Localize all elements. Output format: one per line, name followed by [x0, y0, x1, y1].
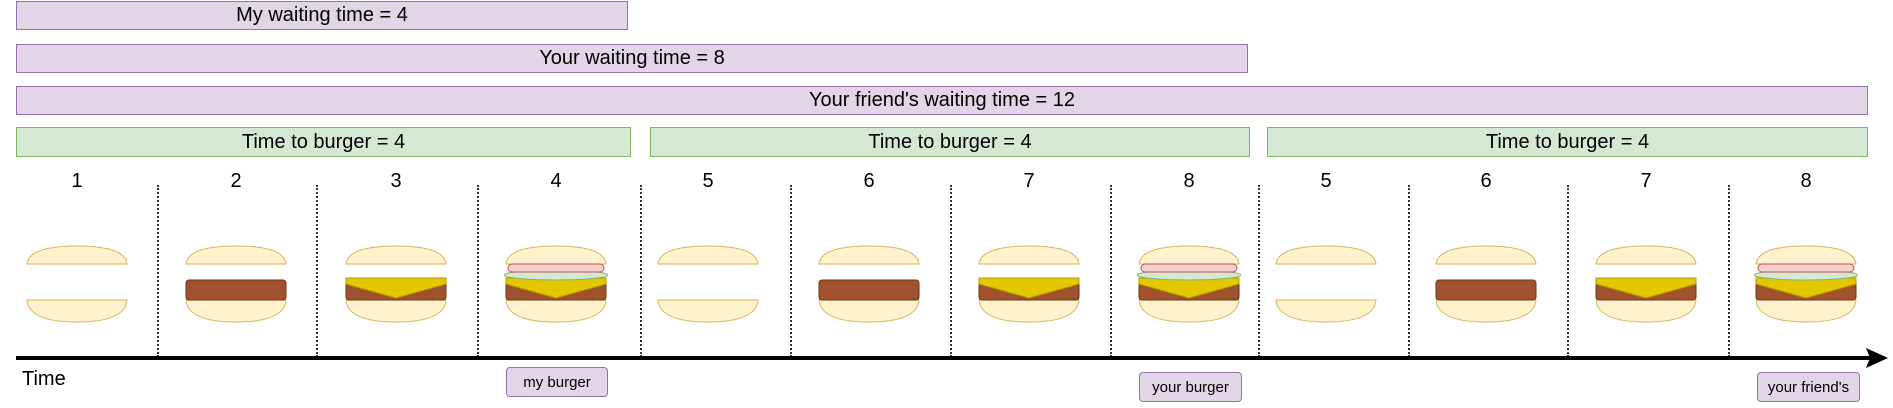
time-to-burger-bar-1: Time to burger = 4 [16, 127, 631, 157]
top-bun [1595, 245, 1697, 265]
bottom-bun [26, 299, 128, 323]
time-axis-arrow [16, 348, 1888, 368]
your-burger-tag: your burger [1139, 372, 1242, 402]
bottom-bun [1138, 299, 1240, 323]
step-separator [1110, 185, 1112, 357]
step-separator [640, 185, 642, 357]
top-bun [657, 245, 759, 265]
bottom-bun [1755, 299, 1857, 323]
step-number: 2 [230, 170, 242, 192]
patty [818, 279, 920, 301]
cheese [978, 277, 1080, 299]
friends-burger-tag: your friend's [1757, 372, 1860, 402]
bottom-bun [657, 299, 759, 323]
patty [1435, 279, 1537, 301]
burger-patty-icon [184, 244, 288, 324]
top-bun [345, 245, 447, 265]
burger-full-icon [503, 244, 609, 324]
burger-bun-icon [1274, 244, 1378, 324]
step-number: 5 [702, 170, 714, 192]
time-axis-label: Time [22, 368, 66, 390]
my-waiting-time-label: My waiting time = 4 [236, 4, 408, 26]
my-waiting-time-bar: My waiting time = 4 [16, 1, 628, 30]
step-number: 4 [550, 170, 562, 192]
time-to-burger-label: Time to burger = 4 [241, 130, 406, 153]
step-separator [157, 185, 159, 357]
burger-full-icon [1136, 244, 1242, 324]
step-separator [1567, 185, 1569, 357]
top-bun [505, 245, 607, 265]
bottom-bun [1275, 299, 1377, 323]
burger-bun-icon [656, 244, 760, 324]
bottom-bun [818, 299, 920, 323]
time-to-burger-label: Time to burger = 4 [1485, 130, 1650, 153]
burger-full-icon [1753, 244, 1859, 324]
step-number: 7 [1023, 170, 1035, 192]
my-burger-tag-label: my burger [523, 373, 591, 391]
step-number: 8 [1800, 170, 1812, 192]
step-number: 1 [71, 170, 83, 192]
tomato [1757, 263, 1855, 273]
step-number: 6 [1480, 170, 1492, 192]
bottom-bun [1595, 299, 1697, 323]
burger-cheese-icon [977, 244, 1081, 324]
friends-waiting-time-label: Your friend's waiting time = 12 [808, 89, 1075, 111]
your-waiting-time-label: Your waiting time = 8 [539, 47, 725, 69]
bottom-bun [978, 299, 1080, 323]
top-bun [185, 245, 287, 265]
step-number: 6 [863, 170, 875, 192]
burger-cheese-icon [344, 244, 448, 324]
top-bun [26, 245, 128, 265]
friends-burger-tag-label: your friend's [1767, 378, 1850, 396]
time-to-burger-bar-3: Time to burger = 4 [1267, 127, 1868, 157]
your-burger-tag-label: your burger [1152, 378, 1229, 396]
step-separator [790, 185, 792, 357]
step-separator [477, 185, 479, 357]
cheese [345, 277, 447, 299]
my-burger-tag: my burger [506, 367, 608, 397]
bottom-bun [505, 299, 607, 323]
tomato [1140, 263, 1238, 273]
step-number: 5 [1320, 170, 1332, 192]
burger-patty-icon [817, 244, 921, 324]
burger-cheese-icon [1594, 244, 1698, 324]
top-bun [1138, 245, 1240, 265]
step-separator [1408, 185, 1410, 357]
time-to-burger-label: Time to burger = 4 [868, 130, 1032, 153]
step-separator [1258, 185, 1260, 357]
top-bun [818, 245, 920, 265]
step-separator [316, 185, 318, 357]
top-bun [1275, 245, 1377, 265]
patty [185, 279, 287, 301]
step-separator [1728, 185, 1730, 357]
top-bun [978, 245, 1080, 265]
your-waiting-time-bar: Your waiting time = 8 [16, 44, 1248, 73]
cheese [1595, 277, 1697, 299]
time-to-burger-bar-2: Time to burger = 4 [650, 127, 1250, 157]
friends-waiting-time-bar: Your friend's waiting time = 12 [16, 86, 1868, 115]
step-separator [950, 185, 952, 357]
step-number: 8 [1183, 170, 1195, 192]
tomato [507, 263, 605, 273]
step-number: 3 [390, 170, 402, 192]
burger-patty-icon [1434, 244, 1538, 324]
bottom-bun [185, 299, 287, 323]
time-axis-arrowhead [1866, 348, 1888, 368]
step-number: 7 [1640, 170, 1652, 192]
bottom-bun [345, 299, 447, 323]
top-bun [1435, 245, 1537, 265]
burger-bun-icon [25, 244, 129, 324]
bottom-bun [1435, 299, 1537, 323]
top-bun [1755, 245, 1857, 265]
